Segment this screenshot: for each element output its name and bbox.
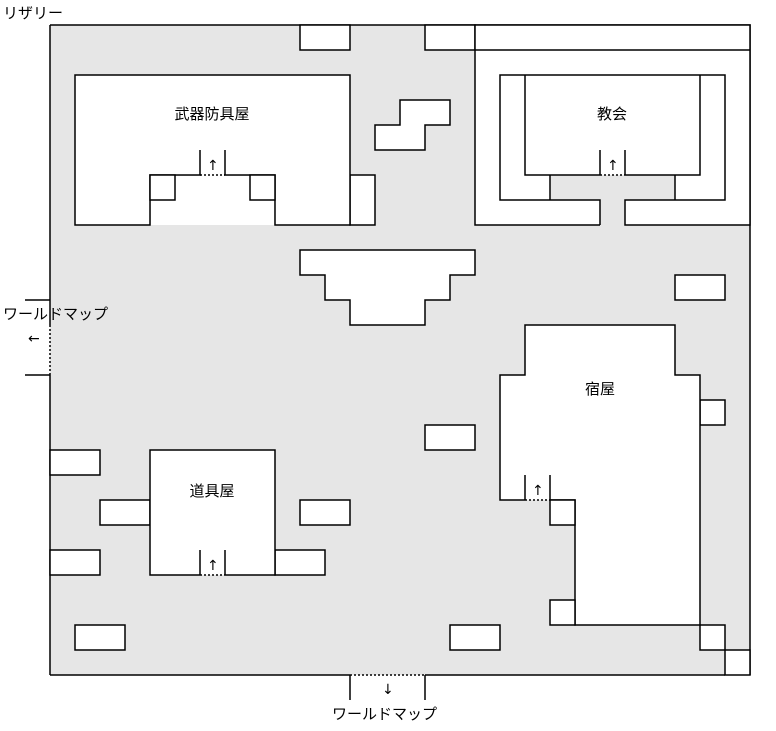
obstacles — [49, 24, 751, 676]
obstacle-block — [424, 424, 476, 451]
west-exit-arrow: ← — [28, 331, 40, 347]
inn-door-arrow: ↑ — [532, 483, 544, 499]
weapon-shop-pillar — [249, 174, 276, 201]
church-door-arrow: ↑ — [607, 158, 619, 174]
west-exit-label: ワールドマップ — [3, 305, 108, 323]
inn[interactable]: ↑ 宿屋 — [499, 324, 701, 626]
inn-pillar — [549, 499, 576, 526]
obstacle-block — [99, 499, 151, 526]
obstacle-block — [349, 174, 376, 226]
obstacle-block — [724, 649, 751, 676]
obstacle-block — [699, 399, 726, 426]
item-shop[interactable]: ↑ 道具屋 — [149, 449, 276, 576]
obstacle-block — [299, 499, 351, 526]
obstacle-block — [74, 624, 126, 651]
inn-pillar — [549, 599, 576, 626]
south-exit-arrow: ↓ — [382, 682, 394, 698]
south-exit-label: ワールドマップ — [332, 705, 437, 723]
obstacle-block — [274, 549, 326, 576]
town-name: リザリー — [3, 4, 63, 22]
weapon-shop-label: 武器防具屋 — [174, 105, 249, 123]
obstacle-block — [49, 449, 101, 476]
obstacle-block — [674, 274, 726, 301]
church[interactable]: ↑ 教会 — [474, 24, 751, 226]
obstacle-block — [49, 549, 101, 576]
obstacle-block — [699, 624, 726, 651]
obstacle-step — [374, 99, 451, 151]
weapon-shop-pillar — [149, 174, 176, 201]
item-shop-door-arrow: ↑ — [207, 558, 219, 574]
church-label: 教会 — [597, 105, 627, 123]
obstacle-block — [299, 24, 351, 51]
obstacle-block — [424, 24, 476, 51]
item-shop-label: 道具屋 — [189, 482, 234, 500]
west-exit[interactable]: ワールドマップ ← — [3, 305, 108, 347]
inn-label: 宿屋 — [585, 380, 615, 398]
obstacle-block — [449, 624, 501, 651]
weapon-shop-door-arrow: ↑ — [207, 158, 219, 174]
weapon-armor-shop[interactable]: ↑ 武器防具屋 — [74, 74, 351, 226]
south-exit[interactable]: ↓ ワールドマップ — [332, 682, 437, 723]
obstacle-stepped — [299, 249, 476, 326]
